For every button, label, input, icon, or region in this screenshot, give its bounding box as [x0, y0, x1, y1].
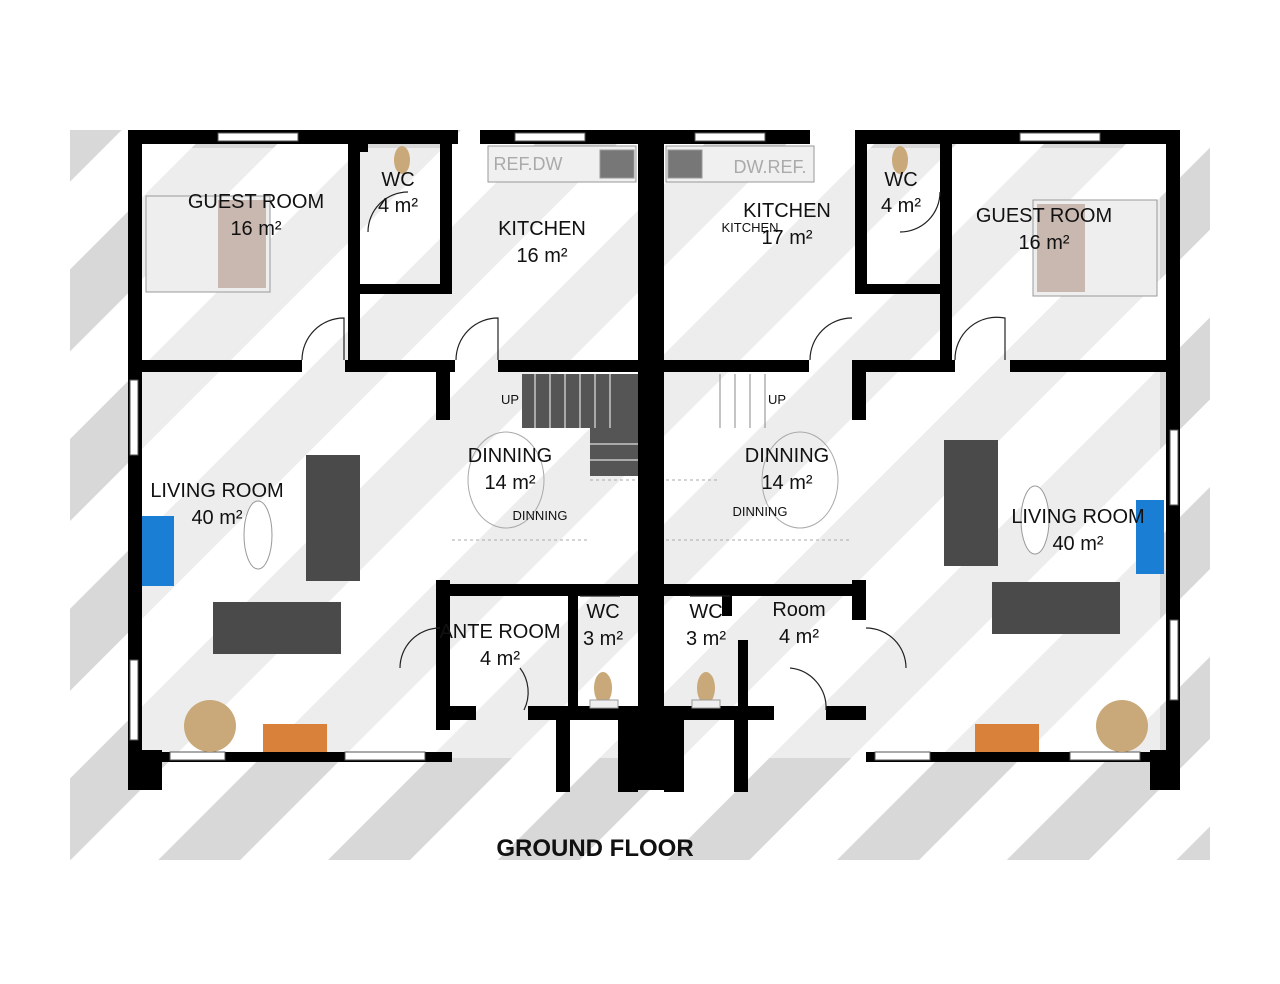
- tv-left: [142, 516, 174, 586]
- wc-bottom-right-name: WC: [689, 601, 722, 623]
- wc-bottom-left-area: 3 m²: [583, 628, 623, 650]
- small-room-area: 4 m²: [779, 626, 819, 648]
- tv-right: [1136, 500, 1164, 574]
- ref-dw-left-label: REF.DW: [494, 154, 563, 174]
- guest-room-right-area: 16 m²: [1018, 232, 1069, 254]
- kitchen-counters: [487, 145, 815, 183]
- windows: [129, 132, 1179, 761]
- wc-top-right-area: 4 m²: [881, 195, 921, 217]
- guest-room-right-name: GUEST ROOM: [976, 205, 1112, 227]
- dinning-right-area: 14 m²: [761, 472, 812, 494]
- coffee-table-left: [243, 500, 273, 570]
- sofa-left-horizontal: [213, 602, 341, 654]
- bed-left: [145, 195, 271, 293]
- dinning-small-right-label: DINNING: [733, 504, 788, 519]
- room-labels: GUEST ROOM 16 m² WC 4 m² KITCHEN 16 m² K…: [150, 169, 1144, 670]
- sofa-left-vertical: [306, 455, 360, 581]
- dw-ref-right-label: DW.REF.: [733, 157, 806, 177]
- kitchen-left-name: KITCHEN: [498, 218, 586, 240]
- floor-title: GROUND FLOOR: [496, 835, 693, 862]
- dining-tables: [467, 431, 839, 529]
- ante-room-name: ANTE ROOM: [439, 621, 560, 643]
- coffee-table-right: [1020, 485, 1050, 555]
- ante-room-area: 4 m²: [480, 648, 520, 670]
- round-table-right: [1096, 700, 1148, 752]
- wc-bottom-right-area: 3 m²: [686, 628, 726, 650]
- dinning-left-name: DINNING: [468, 445, 552, 467]
- sofa-right-vertical: [944, 440, 998, 566]
- bed-right: [1032, 199, 1158, 297]
- kitchen-left-area: 16 m²: [516, 245, 567, 267]
- kitchen-right-name: KITCHEN: [743, 200, 831, 222]
- toilets: [394, 146, 908, 709]
- round-table-left: [184, 700, 236, 752]
- living-room-left-name: LIVING ROOM: [150, 480, 283, 502]
- wc-top-right-name: WC: [884, 169, 917, 191]
- kitchen-small-label: KITCHEN: [721, 220, 778, 235]
- living-room-right-name: LIVING ROOM: [1011, 506, 1144, 528]
- guest-room-left-name: GUEST ROOM: [188, 191, 324, 213]
- doors: [301, 191, 1006, 711]
- wc-top-left-name: WC: [381, 169, 414, 191]
- orange-table-left: [263, 724, 327, 752]
- living-room-left-area: 40 m²: [191, 507, 242, 529]
- sofa-right-horizontal: [992, 582, 1120, 634]
- living-room-right-area: 40 m²: [1052, 533, 1103, 555]
- small-labels: REF.DW DW.REF. KITCHEN UP UP DINNING DIN…: [494, 154, 807, 523]
- wc-top-left-area: 4 m²: [378, 195, 418, 217]
- kitchen-right-area: 17 m²: [761, 227, 812, 249]
- orange-table-right: [975, 724, 1039, 752]
- stairs: [452, 374, 850, 541]
- up-left-label: UP: [501, 392, 519, 407]
- wc-bottom-left-name: WC: [586, 601, 619, 623]
- dinning-left-area: 14 m²: [484, 472, 535, 494]
- up-right-label: UP: [768, 392, 786, 407]
- small-room-name: Room: [772, 599, 825, 621]
- dinning-right-name: DINNING: [745, 445, 829, 467]
- dinning-small-left-label: DINNING: [513, 508, 568, 523]
- guest-room-left-area: 16 m²: [230, 218, 281, 240]
